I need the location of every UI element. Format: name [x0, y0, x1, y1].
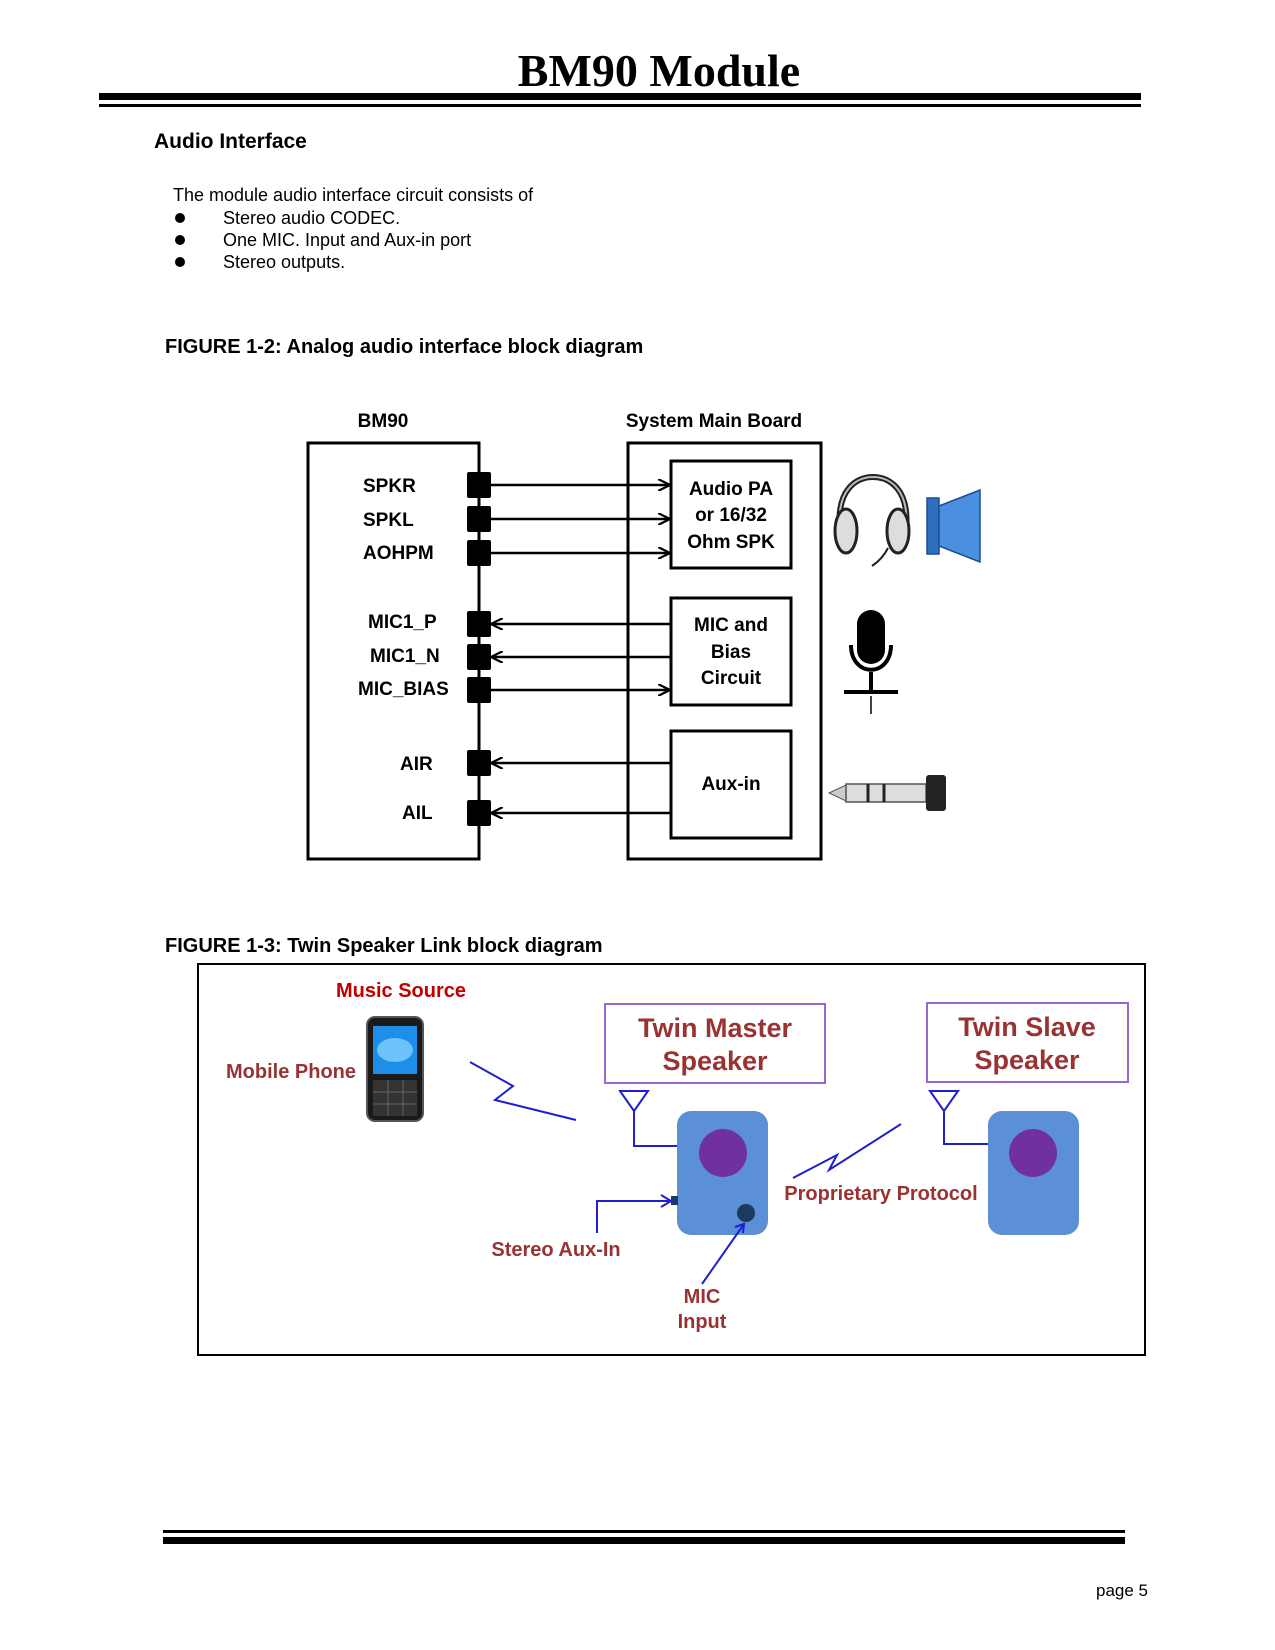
- figure-3-caption: FIGURE 1-3: Twin Speaker Link block diag…: [165, 935, 603, 957]
- mic-bias-box: [669, 596, 793, 707]
- audio-pa-box: [669, 459, 793, 570]
- main-board-block: [626, 441, 823, 861]
- pin-pad: [467, 750, 491, 776]
- wireless-link-phone: [469, 1061, 577, 1121]
- twin-slave-speaker: [988, 1111, 1079, 1235]
- list-item: One MIC. Input and Aux-in port: [173, 229, 471, 251]
- aux-in-line: [596, 1200, 671, 1233]
- pin-pad: [467, 611, 491, 637]
- audio-pa-label-line2: or 16/32: [695, 505, 767, 526]
- headphones-icon: [833, 473, 911, 567]
- twin-slave-label-line1: Twin Slave: [958, 1012, 1096, 1042]
- mic-input-label-line1: MIC: [684, 1286, 721, 1308]
- bullet-icon: [175, 213, 185, 223]
- bullet-text: One MIC. Input and Aux-in port: [223, 230, 472, 250]
- bullet-icon: [175, 257, 185, 267]
- bullet-text: Stereo audio CODEC.: [223, 208, 401, 228]
- page-number: page 5: [1096, 1581, 1148, 1600]
- stereo-aux-in-label: Stereo Aux-In: [491, 1239, 620, 1261]
- bullet-list: Stereo audio CODEC. One MIC. Input and A…: [173, 207, 471, 273]
- speaker-icon: [926, 488, 981, 564]
- mic-pointer-arrow-icon: [734, 1222, 746, 1234]
- audio-pa-label-line3: Ohm SPK: [687, 532, 775, 553]
- twin-master-label-box: [604, 1003, 826, 1084]
- pin-label-spkl: SPKL: [363, 510, 414, 531]
- main-board-title: System Main Board: [626, 411, 802, 432]
- figure-3-frame: [197, 963, 1146, 1356]
- audio-jack-icon: [827, 775, 946, 811]
- twin-master-label-line2: Speaker: [662, 1046, 768, 1076]
- aux-in-box-label: Aux-in: [701, 774, 760, 795]
- pin-pad: [467, 540, 491, 566]
- pin-label-air: AIR: [400, 754, 433, 775]
- mic-box-label-line3: Circuit: [701, 668, 762, 689]
- document-title: BM90 Module: [517, 45, 801, 96]
- pin-label-mic1-p: MIC1_P: [368, 612, 437, 633]
- header-rule-thin: [99, 104, 1141, 107]
- bullet-text: Stereo outputs.: [223, 252, 346, 272]
- audio-pa-label-line1: Audio PA: [689, 479, 773, 500]
- antenna-icon: [928, 1090, 990, 1145]
- pin-label-aohpm: AOHPM: [363, 543, 434, 564]
- proprietary-protocol-label: Proprietary Protocol: [784, 1183, 977, 1205]
- list-item: Stereo audio CODEC.: [173, 207, 471, 229]
- pin-label-ail: AIL: [402, 803, 433, 824]
- microphone-icon: [844, 610, 898, 714]
- pin-pad: [467, 506, 491, 532]
- music-source-label: Music Source: [336, 980, 466, 1002]
- wireless-link-twin: [792, 1123, 902, 1179]
- pin-label-mic1-n: MIC1_N: [370, 646, 440, 667]
- aux-in-box: [669, 729, 793, 840]
- pin-pad: [467, 644, 491, 670]
- mic-input-label-line2: Input: [678, 1311, 727, 1333]
- pin-pad: [467, 677, 491, 703]
- bullet-icon: [175, 235, 185, 245]
- header-rule: [99, 93, 1141, 100]
- mic-input-pointer: [701, 1223, 745, 1285]
- twin-slave-label-box: [926, 1002, 1129, 1083]
- signal-lines: [491, 485, 670, 813]
- antenna-icon: [618, 1090, 678, 1147]
- pin-label-mic-bias: MIC_BIAS: [358, 679, 449, 700]
- list-item: Stereo outputs.: [173, 251, 471, 273]
- pin-pad: [467, 800, 491, 826]
- pin-pads: [467, 472, 491, 826]
- mic-box-label-line1: MIC and: [694, 615, 768, 636]
- pin-pad: [467, 472, 491, 498]
- footer-rule-thin: [163, 1530, 1125, 1533]
- figure-2-caption: FIGURE 1-2: Analog audio interface block…: [165, 336, 644, 358]
- pin-label-spkr: SPKR: [363, 476, 416, 497]
- section-heading: Audio Interface: [154, 130, 307, 153]
- mobile-phone-label: Mobile Phone: [226, 1061, 356, 1083]
- mic-box-label-line2: Bias: [711, 642, 751, 663]
- twin-master-speaker: [671, 1111, 768, 1235]
- mobile-phone-icon: [366, 1016, 424, 1122]
- twin-slave-label-line2: Speaker: [974, 1045, 1080, 1075]
- bm90-block-title: BM90: [358, 411, 409, 432]
- intro-text: The module audio interface circuit consi…: [173, 185, 534, 205]
- twin-master-label-line1: Twin Master: [638, 1013, 793, 1043]
- aux-in-arrow-icon: [660, 1194, 673, 1208]
- footer-rule: [163, 1537, 1125, 1544]
